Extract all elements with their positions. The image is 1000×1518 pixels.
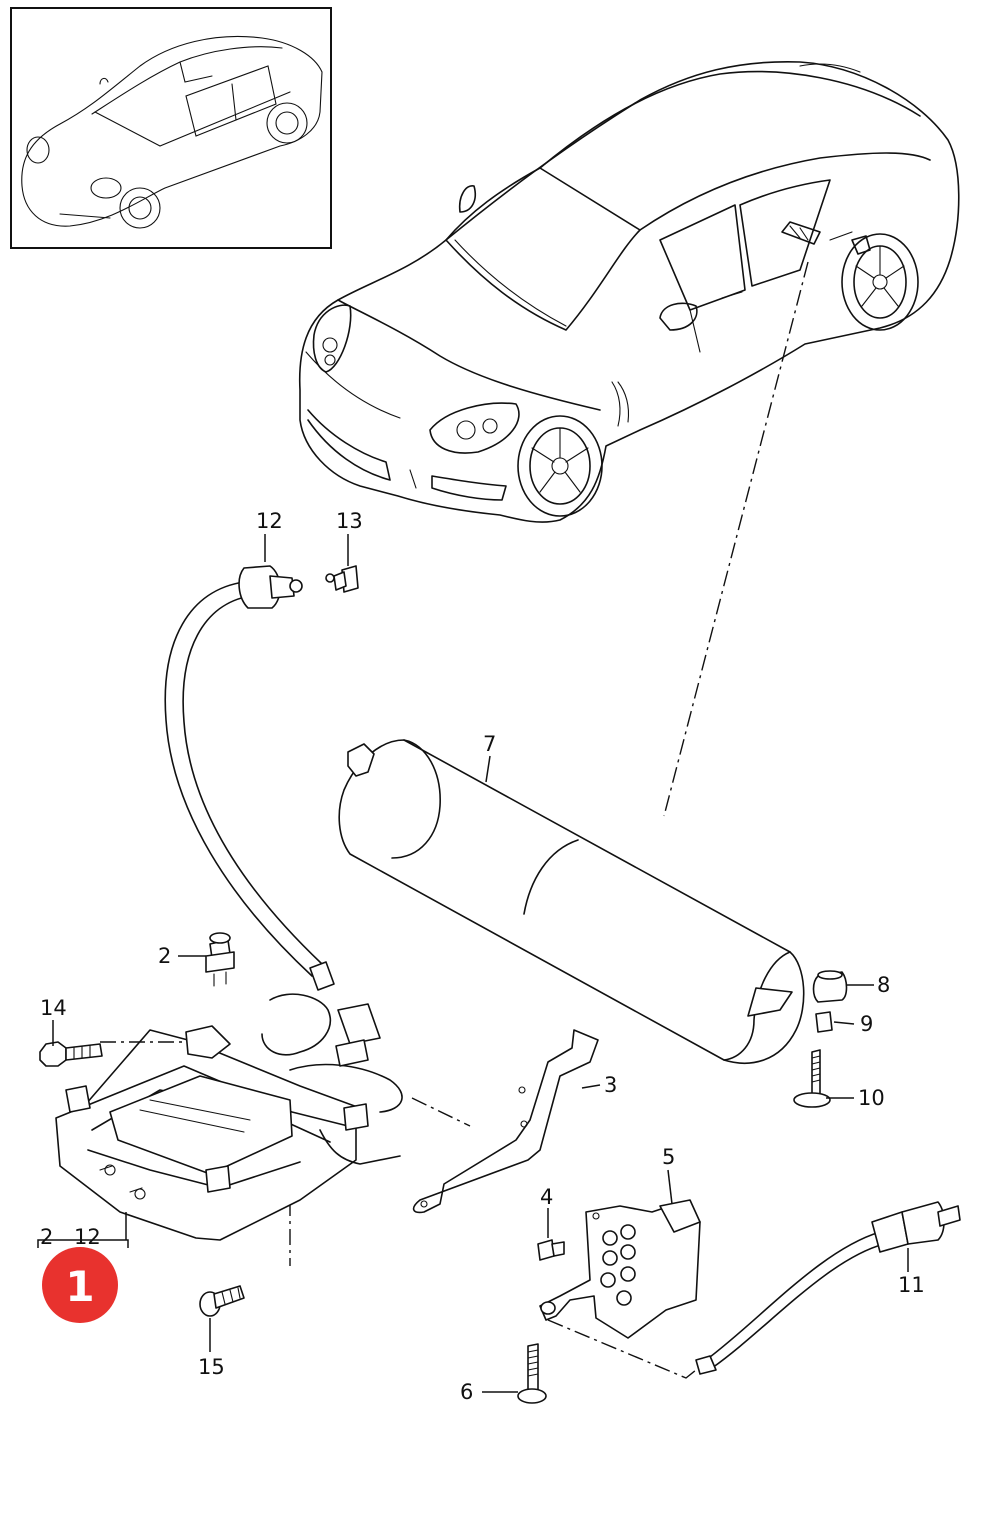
part-4-bolt[interactable] <box>537 1239 565 1261</box>
car-overview-icon <box>21 35 323 229</box>
label-13[interactable]: 13 <box>336 509 363 533</box>
part-11-line[interactable] <box>695 1201 961 1375</box>
label-12[interactable]: 12 <box>256 509 283 533</box>
overview-inset[interactable] <box>10 7 332 249</box>
part-6-bolt[interactable] <box>517 1343 547 1404</box>
vehicle-outline <box>298 60 960 523</box>
part-7-reservoir[interactable] <box>338 739 805 1064</box>
part-9-sleeve[interactable] <box>815 1011 833 1033</box>
label-14[interactable]: 14 <box>40 996 67 1020</box>
label-11[interactable]: 11 <box>898 1273 925 1297</box>
part-8-rubber-mount[interactable] <box>812 970 848 1003</box>
label-3[interactable]: 3 <box>604 1073 617 1097</box>
part-2-sensor[interactable] <box>205 932 235 987</box>
part-12-hose[interactable] <box>164 565 335 991</box>
part-10-bolt[interactable] <box>793 1049 831 1108</box>
part-14-bolt[interactable] <box>39 1041 103 1067</box>
badge-number: 1 <box>65 1262 94 1311</box>
label-2[interactable]: 2 <box>158 944 171 968</box>
badge-circle <box>42 1247 118 1323</box>
label-group-2: 2 <box>40 1225 53 1249</box>
part-15-bolt[interactable] <box>199 1285 245 1317</box>
part-1-compressor-assembly[interactable] <box>55 993 403 1241</box>
leader-lines <box>37 534 909 1393</box>
part-13-clip[interactable] <box>325 565 359 593</box>
label-9[interactable]: 9 <box>860 1012 873 1036</box>
part-labels: 12 13 7 2 14 8 9 3 10 5 4 2 12 11 15 6 <box>40 509 925 1404</box>
label-8[interactable]: 8 <box>877 973 890 997</box>
label-5[interactable]: 5 <box>662 1145 675 1169</box>
label-group-12: 12 <box>74 1225 101 1249</box>
label-15[interactable]: 15 <box>198 1355 225 1379</box>
label-10[interactable]: 10 <box>858 1086 885 1110</box>
label-7[interactable]: 7 <box>483 732 496 756</box>
part-5-valve-block[interactable] <box>539 1199 701 1339</box>
label-6[interactable]: 6 <box>460 1380 473 1404</box>
part-3-bracket[interactable] <box>412 1029 599 1214</box>
part-1-badge[interactable]: 1 <box>42 1247 118 1323</box>
label-4[interactable]: 4 <box>540 1185 553 1209</box>
